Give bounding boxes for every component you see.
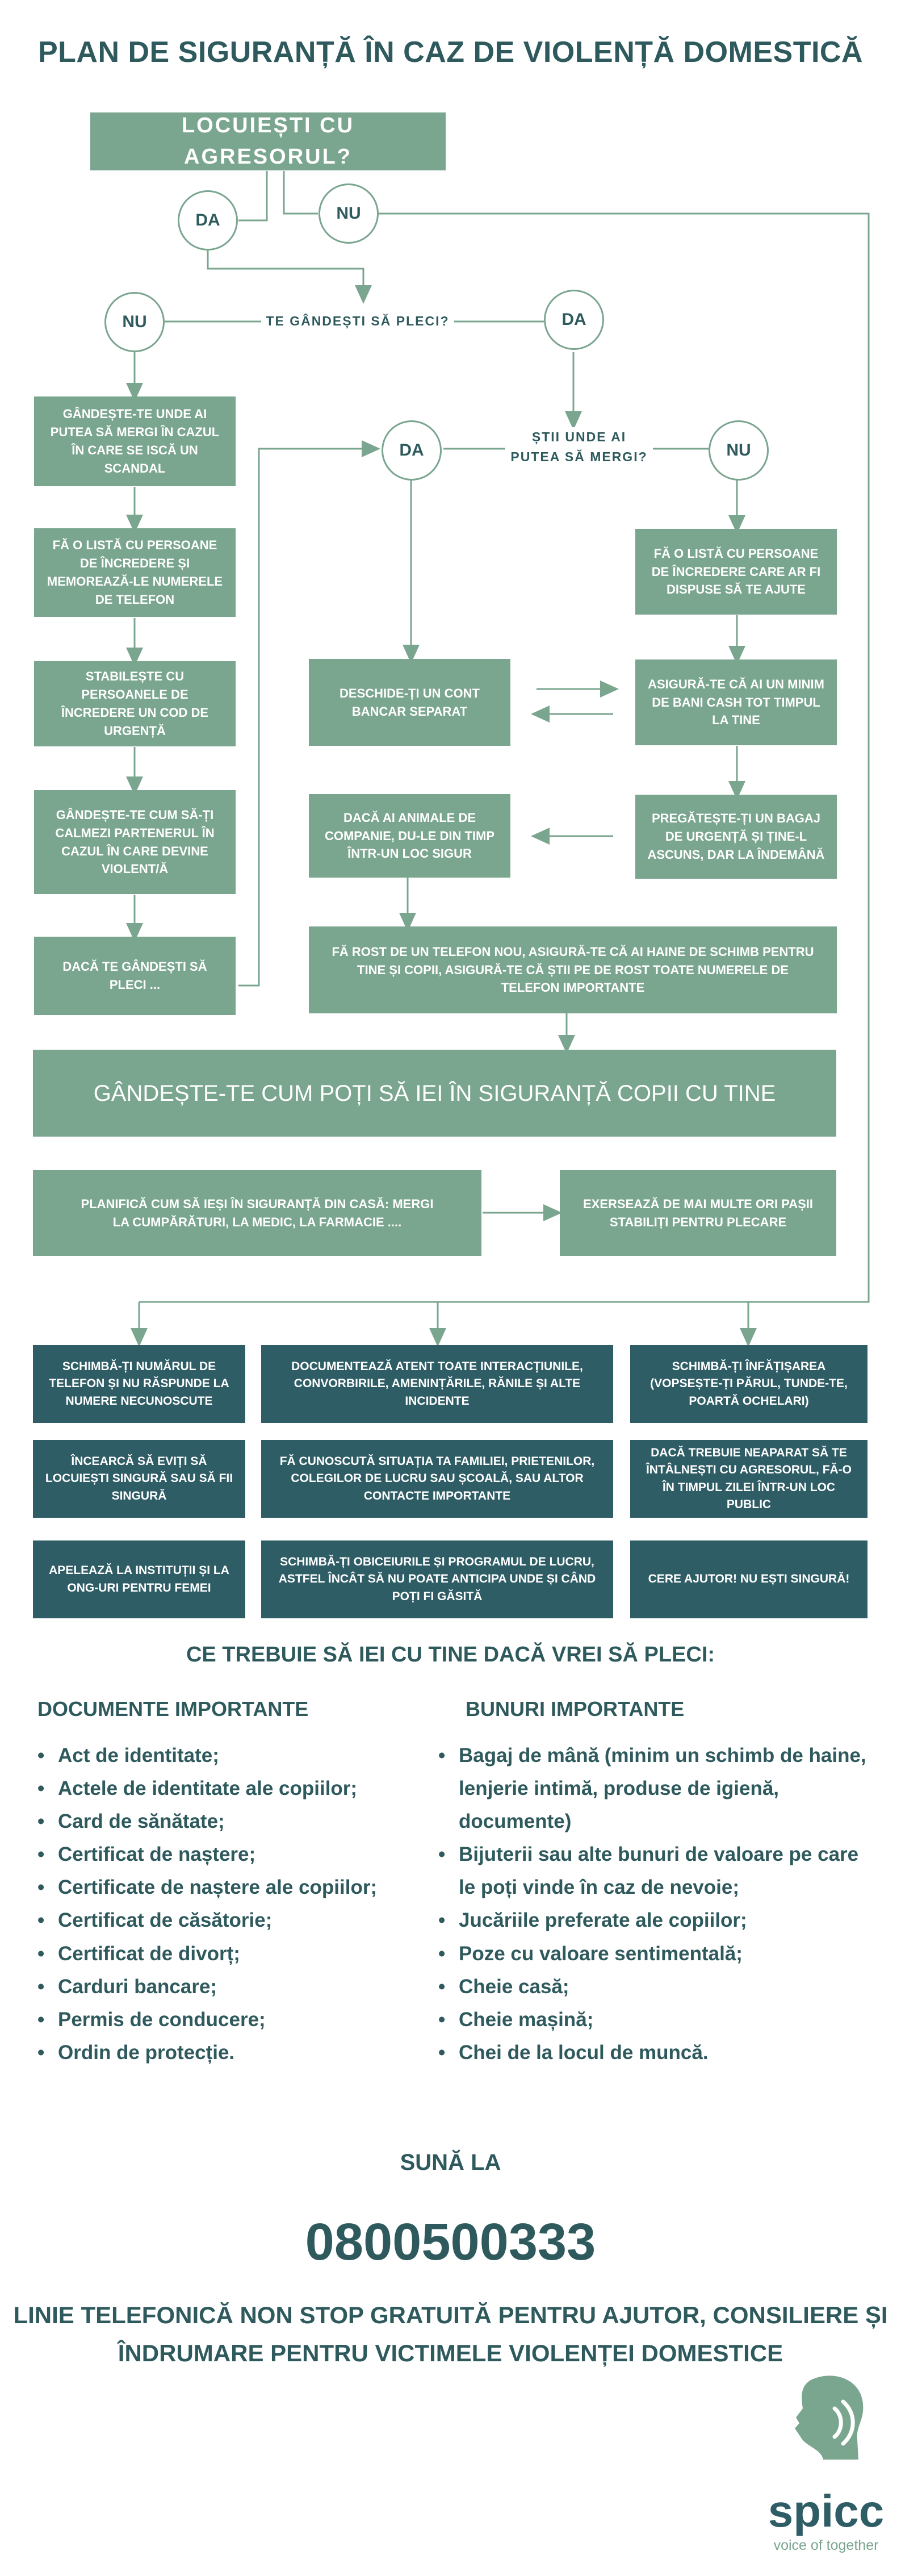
answer-nu-where: NU [709, 420, 769, 481]
question-thinking-to-leave: TE GÂNDEȘTI SĂ PLECI? [261, 311, 454, 331]
goods-item: Cheie casă; [437, 1970, 874, 2003]
logo-head-icon [795, 2375, 864, 2460]
helpline-line-2: ÎNDRUMARE PENTRU VICTIMELE VIOLENȚEI DOM… [118, 2340, 783, 2367]
goods-item: Jucăriile preferate ale copiilor; [437, 1904, 874, 1937]
take-section-title: CE TREBUIE SĂ IEI CU TINE DACĂ VREI SĂ P… [186, 1643, 715, 1667]
call-label: SUNĂ LA [400, 2150, 501, 2175]
helpline-description: LINIE TELEFONICĂ NON STOP GRATUITĂ PENTR… [0, 2296, 901, 2372]
documents-item: Act de identitate; [36, 1739, 422, 1772]
plan-exit: PLANIFICĂ CUM SĂ IEȘI ÎN SIGURANȚĂ DIN C… [33, 1170, 481, 1256]
pets-safe-place: DACĂ AI ANIMALE DE COMPANIE, DU-LE DIN T… [309, 794, 510, 878]
left-step-4: GÂNDEȘTE-TE CUM SĂ-ȚI CALMEZI PARTENERUL… [34, 790, 236, 894]
documents-item: Actele de identitate ale copiilor; [36, 1772, 422, 1805]
open-bank-account: DESCHIDE-ȚI UN CONT BANCAR SEPARAT [309, 659, 510, 746]
practice-steps: EXERSEAZĂ DE MAI MULTE ORI PAȘII STABILI… [560, 1170, 836, 1256]
documents-item: Certificate de naștere ale copiilor; [36, 1871, 422, 1904]
phone-number[interactable]: 0800500333 [305, 2213, 596, 2271]
left-step-2: FĂ O LISTĂ CU PERSOANE DE ÎNCREDERE ȘI M… [34, 528, 236, 617]
documents-item: Ordin de protecție. [36, 2036, 422, 2069]
tip-change-phone: SCHIMBĂ-ȚI NUMĂRUL DE TELEFON ȘI NU RĂSP… [33, 1345, 245, 1423]
documents-heading: DOCUMENTE IMPORTANTE [37, 1697, 309, 1721]
question-lives-with-aggressor: LOCUIEȘTI CU AGRESORUL? [90, 112, 446, 170]
documents-item: Card de sănătate; [36, 1805, 422, 1838]
documents-item: Carduri bancare; [36, 1970, 422, 2003]
tip-contact-ngos: APELEAZĂ LA INSTITUȚII ȘI LA ONG-URI PEN… [33, 1540, 245, 1618]
answer-da-top: DA [178, 190, 238, 250]
page-title: PLAN DE SIGURANȚĂ ÎN CAZ DE VIOLENȚĂ DOM… [37, 36, 864, 69]
goods-item: Poze cu valoare sentimentală; [437, 1938, 874, 1970]
tip-inform-others: FĂ CUNOSCUTĂ SITUAȚIA TA FAMILIEI, PRIET… [261, 1440, 613, 1518]
answer-nu-top: NU [319, 183, 379, 244]
spicc-logo: spicc voice of together [766, 2369, 886, 2562]
logo-tagline: voice of together [773, 2537, 879, 2553]
documents-item: Certificat de divorț; [36, 1938, 422, 1970]
answer-da-leave: DA [544, 290, 604, 350]
goods-item: Chei de la locul de muncă. [437, 2036, 874, 2069]
tip-change-appearance: SCHIMBĂ-ȚI ÎNFĂȚIȘAREA (VOPSEȘTE-ȚI PĂRU… [630, 1345, 868, 1423]
children-safety: GÂNDEȘTE-TE CUM POȚI SĂ IEI ÎN SIGURANȚĂ… [33, 1050, 836, 1137]
answer-da-where: DA [382, 420, 442, 481]
trusted-people-list: FĂ O LISTĂ CU PERSOANE DE ÎNCREDERE CARE… [635, 529, 837, 615]
tip-ask-for-help: CERE AJUTOR! NU EȘTI SINGURĂ! [630, 1540, 868, 1618]
goods-item: Bijuterii sau alte bunuri de valoare pe … [437, 1838, 874, 1904]
tip-avoid-being-alone: ÎNCEARCĂ SĂ EVIȚI SĂ LOCUIEȘTI SINGURĂ S… [33, 1440, 245, 1518]
left-step-5: DACĂ TE GÂNDEȘTI SĂ PLECI ... [34, 937, 236, 1015]
tip-meet-in-public: DACĂ TREBUIE NEAPARAT SĂ TE ÎNTÂLNEȘTI C… [630, 1440, 868, 1518]
tip-change-habits: SCHIMBĂ-ȚI OBICEIURILE ȘI PROGRAMUL DE L… [261, 1540, 613, 1618]
goods-list: Bagaj de mână (minim un schimb de haine,… [437, 1739, 874, 2069]
documents-item: Certificat de naștere; [36, 1838, 422, 1871]
question-know-where-to-go: ȘTII UNDE AI PUTEA SĂ MERGI? [505, 427, 653, 466]
left-step-1: GÂNDEȘTE-TE UNDE AI PUTEA SĂ MERGI ÎN CA… [34, 396, 236, 486]
documents-list: Act de identitate;Actele de identitate a… [36, 1739, 422, 2069]
helpline-line-1: LINIE TELEFONICĂ NON STOP GRATUITĂ PENTR… [13, 2302, 888, 2328]
answer-nu-leave: NU [104, 292, 165, 352]
left-step-3: STABILEȘTE CU PERSOANELE DE ÎNCREDERE UN… [34, 661, 236, 746]
tip-document-incidents: DOCUMENTEAZĂ ATENT TOATE INTERACȚIUNILE,… [261, 1345, 613, 1423]
documents-item: Permis de conducere; [36, 2003, 422, 2036]
goods-heading: BUNURI IMPORTANTE [466, 1697, 685, 1721]
new-phone-clothes: FĂ ROST DE UN TELEFON NOU, ASIGURĂ-TE CĂ… [309, 926, 837, 1013]
goods-item: Bagaj de mână (minim un schimb de haine,… [437, 1739, 874, 1838]
logo-name: spicc [768, 2486, 885, 2536]
documents-item: Certificat de căsătorie; [36, 1904, 422, 1937]
keep-cash: ASIGURĂ-TE CĂ AI UN MINIM DE BANI CASH T… [635, 659, 837, 745]
emergency-bag: PREGĂTEȘTE-ȚI UN BAGAJ DE URGENȚĂ ȘI ȚIN… [635, 795, 837, 879]
goods-item: Cheie mașină; [437, 2003, 874, 2036]
